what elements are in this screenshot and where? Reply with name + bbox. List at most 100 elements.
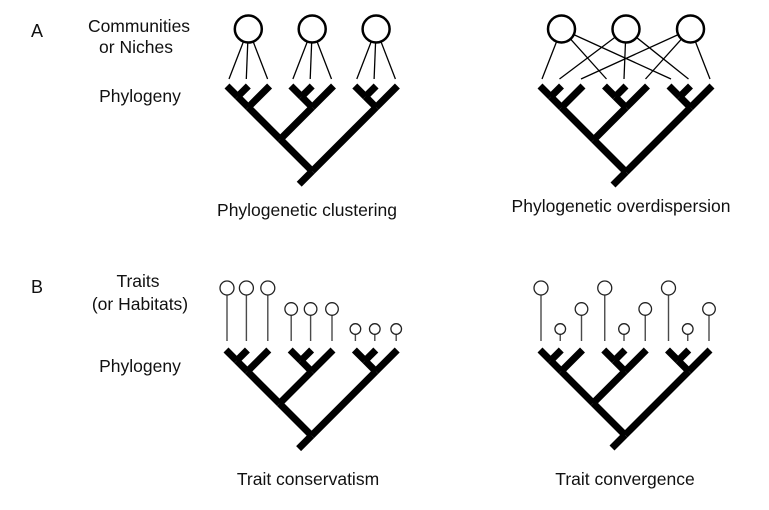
trait-stems bbox=[226, 295, 397, 341]
community-link bbox=[645, 38, 682, 80]
tree-branch bbox=[245, 104, 283, 142]
tree-branch bbox=[537, 83, 554, 100]
trait-circle bbox=[597, 280, 613, 296]
clustering-diagram bbox=[224, 14, 400, 187]
community-link bbox=[316, 41, 333, 80]
phylogeny-label-a: Phylogeny bbox=[99, 86, 181, 106]
tree-branch bbox=[686, 347, 713, 374]
community-link bbox=[580, 34, 679, 80]
community-circle bbox=[361, 14, 391, 44]
tree-branch bbox=[590, 400, 628, 438]
community-circle bbox=[297, 14, 327, 44]
tree-branch bbox=[244, 347, 272, 374]
community-link bbox=[623, 42, 627, 80]
tree-branch bbox=[234, 347, 250, 364]
community-circles bbox=[233, 14, 391, 44]
tree-branch bbox=[609, 432, 628, 451]
tree-branch bbox=[622, 347, 649, 374]
communities-label-line2: or Niches bbox=[99, 37, 173, 57]
tree-branch bbox=[590, 368, 628, 406]
tree-branch bbox=[677, 83, 693, 100]
tree-branch bbox=[362, 83, 379, 100]
community-link bbox=[694, 41, 711, 80]
trait-circle bbox=[349, 323, 362, 335]
tree-branch bbox=[235, 83, 251, 100]
phylogeny-tree bbox=[537, 347, 713, 451]
tree-branch bbox=[245, 83, 273, 110]
tree-branch bbox=[362, 347, 379, 364]
communities-label-line1: Communities bbox=[88, 16, 190, 36]
tree-branch bbox=[548, 347, 564, 364]
community-layer bbox=[541, 14, 711, 80]
tree-branch bbox=[548, 83, 564, 100]
phylogeny-label-b: Phylogeny bbox=[99, 356, 181, 376]
community-circle bbox=[233, 14, 264, 44]
tree-branch bbox=[309, 347, 336, 374]
tree-branch bbox=[299, 83, 315, 100]
trait-stems bbox=[540, 295, 710, 341]
trait-convergence-diagram bbox=[533, 280, 716, 451]
tree-branch bbox=[296, 433, 315, 452]
community-link bbox=[309, 42, 313, 80]
phylogeny-tree bbox=[537, 83, 715, 188]
trait-circle bbox=[574, 302, 589, 316]
trait-circle bbox=[618, 323, 630, 335]
tree-branch bbox=[244, 368, 282, 406]
trait-circle bbox=[325, 302, 339, 316]
panel-a-labels: A Communities or Niches Phylogeny bbox=[31, 16, 190, 106]
tree-branch bbox=[223, 347, 240, 364]
trait-circle bbox=[368, 323, 381, 335]
community-circle bbox=[675, 14, 706, 44]
community-link bbox=[636, 36, 689, 80]
community-link bbox=[373, 42, 377, 80]
community-link bbox=[252, 41, 269, 80]
tree-branch bbox=[235, 94, 251, 110]
panel-b-letter: B bbox=[31, 277, 43, 297]
tree-branch bbox=[296, 168, 315, 187]
trait-circle bbox=[681, 323, 694, 335]
trait-circle bbox=[219, 280, 235, 296]
tree-branch bbox=[611, 347, 628, 364]
tree-branch bbox=[622, 368, 692, 438]
tree-branch bbox=[623, 105, 693, 175]
tree-branch bbox=[591, 137, 629, 175]
tree-branch bbox=[373, 83, 400, 110]
tree-branch bbox=[665, 347, 681, 364]
tree-branch bbox=[277, 368, 315, 406]
traits-label-line2: (or Habitats) bbox=[92, 294, 188, 314]
trait-circle bbox=[284, 302, 299, 316]
tree-branch bbox=[610, 169, 629, 188]
community-link bbox=[570, 38, 607, 80]
community-link bbox=[541, 41, 558, 80]
panel-b-labels: B Traits (or Habitats) Phylogeny bbox=[31, 271, 188, 376]
community-link bbox=[559, 36, 616, 80]
phylogeny-tree bbox=[224, 83, 400, 187]
caption-trait-conservatism: Trait conservatism bbox=[237, 469, 379, 489]
trait-circle bbox=[390, 323, 403, 335]
tree-branch bbox=[601, 347, 617, 364]
tree-branch bbox=[309, 83, 336, 110]
tree-branch bbox=[224, 83, 241, 100]
community-layer bbox=[228, 14, 397, 80]
tree-branch bbox=[298, 347, 315, 364]
tree-branch bbox=[309, 368, 379, 439]
panel-a-letter: A bbox=[31, 21, 43, 41]
community-circle bbox=[546, 14, 577, 44]
community-link bbox=[356, 41, 372, 80]
phylogeny-tree bbox=[223, 347, 400, 452]
trait-circle bbox=[260, 280, 276, 296]
tree-branch bbox=[623, 83, 650, 110]
trait-layer bbox=[533, 280, 716, 341]
overdispersion-diagram bbox=[537, 14, 715, 188]
tree-branch bbox=[277, 136, 315, 174]
trait-circles bbox=[219, 280, 403, 335]
tree-branch bbox=[688, 83, 715, 110]
tree-branch bbox=[666, 83, 683, 100]
tree-branch bbox=[602, 83, 618, 100]
community-links bbox=[541, 34, 711, 80]
trait-circle bbox=[638, 302, 653, 316]
community-links bbox=[228, 41, 397, 80]
trait-conservatism-diagram bbox=[219, 280, 403, 452]
community-circle bbox=[611, 14, 641, 44]
